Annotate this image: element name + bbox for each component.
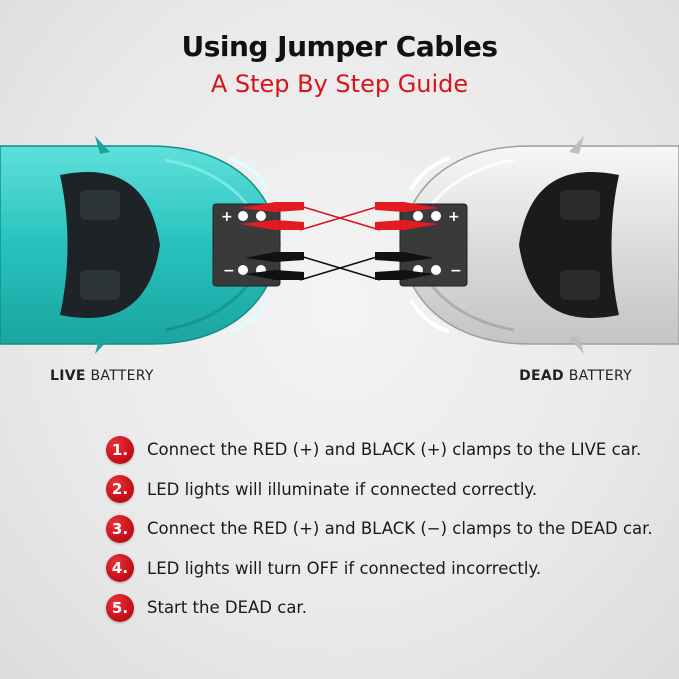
page-title: Using Jumper Cables bbox=[181, 30, 498, 63]
page-subtitle: A Step By Step Guide bbox=[210, 70, 469, 98]
live-label-strong: LIVE bbox=[50, 368, 86, 384]
step-item: 2. LED lights will illuminate if connect… bbox=[106, 470, 676, 510]
live-plus-sign: + bbox=[221, 209, 233, 225]
step-text: Start the DEAD car. bbox=[147, 598, 307, 618]
step-text: LED lights will turn OFF if connected in… bbox=[147, 558, 542, 578]
cars-illustration: + − + − bbox=[0, 136, 679, 354]
step-item: 4. LED lights will turn OFF if connected… bbox=[106, 549, 676, 589]
step-item: 1. Connect the RED (+) and BLACK (+) cla… bbox=[106, 430, 676, 470]
live-battery-label: LIVE BATTERY bbox=[50, 368, 154, 384]
dead-battery-label: DEAD BATTERY bbox=[519, 368, 632, 384]
step-number-badge: 4. bbox=[106, 554, 134, 583]
black-cable-lower bbox=[299, 255, 381, 281]
dead-red-clamp bbox=[375, 202, 439, 230]
dead-black-clamp bbox=[375, 252, 434, 280]
step-number-badge: 1. bbox=[106, 435, 134, 464]
dead-car bbox=[399, 136, 679, 354]
dead-plus-sign: + bbox=[448, 209, 460, 225]
live-minus-sign: − bbox=[223, 263, 235, 279]
dead-minus-sign: − bbox=[450, 263, 462, 279]
step-text: Connect the RED (+) and BLACK (+) clamps… bbox=[147, 440, 642, 460]
step-number-badge: 3. bbox=[106, 514, 134, 543]
live-red-clamp bbox=[240, 202, 304, 230]
step-text: LED lights will illuminate if connected … bbox=[147, 479, 538, 499]
step-number-badge: 2. bbox=[106, 475, 134, 504]
dead-label-strong: DEAD bbox=[519, 368, 564, 384]
step-number-badge: 5. bbox=[106, 593, 134, 622]
steps-list: 1. Connect the RED (+) and BLACK (+) cla… bbox=[106, 430, 676, 628]
live-black-clamp bbox=[245, 252, 304, 280]
step-text: Connect the RED (+) and BLACK (−) clamps… bbox=[147, 519, 653, 539]
step-item: 3. Connect the RED (+) and BLACK (−) cla… bbox=[106, 509, 676, 549]
step-item: 5. Start the DEAD car. bbox=[106, 588, 676, 628]
red-cable-lower bbox=[299, 205, 381, 231]
live-label-rest: BATTERY bbox=[85, 368, 154, 384]
dead-label-rest: BATTERY bbox=[563, 368, 632, 384]
